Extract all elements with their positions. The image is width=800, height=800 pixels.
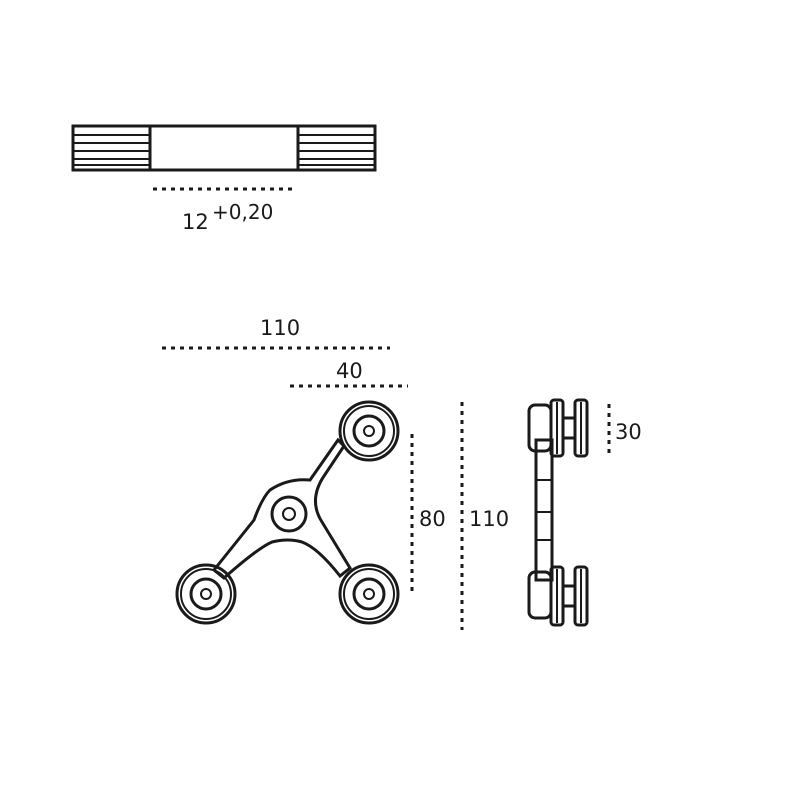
spider-fitting-bottom-left [175,563,237,625]
side-fitting-bottom [527,565,589,627]
glass-section-detail: 12 +0,20 [71,124,377,234]
dimension-label-width-overall: 110 [260,316,300,340]
side-fitting-top [527,398,589,458]
dimension-label-depth: 30 [615,420,642,444]
glass-laminate-lines-left [73,134,150,166]
glass-laminate-lines-right [298,134,375,166]
side-arm-bar [534,438,554,582]
spider-fitting-bottom-right [338,563,400,625]
spider-body [211,437,352,580]
glass-section-outline [71,124,377,172]
spider-front-view: 110 40 80 110 [162,316,509,630]
spider-center-hub [270,495,308,533]
dimension-label-height-arm: 80 [419,507,446,531]
dimension-label-width-arm: 40 [336,359,363,383]
dimension-label-height-overall: 110 [469,507,509,531]
dimension-label-thickness: 12 [182,210,209,234]
spider-center-bolt [282,507,296,521]
dimension-label-tolerance: +0,20 [212,200,273,224]
spider-side-view: 30 [527,398,642,627]
spider-fitting-top-right [338,400,400,462]
